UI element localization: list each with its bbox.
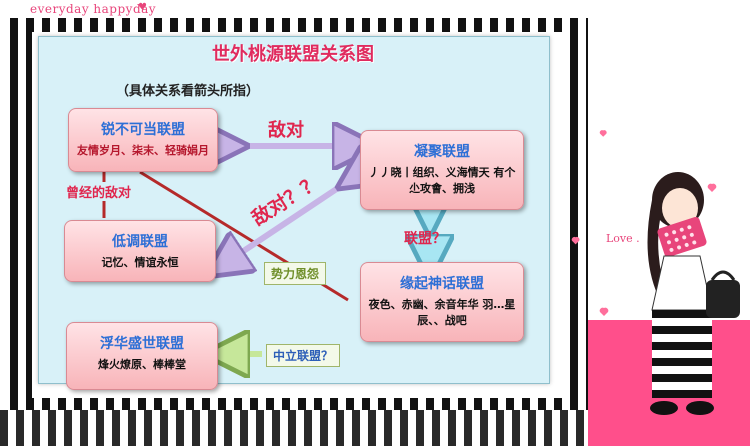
- node-ningju: 凝聚联盟 丿丿晓丨组织、义海情天 有个尐攻會、拥浅: [360, 130, 524, 210]
- node-name: 凝聚联盟: [414, 144, 470, 160]
- node-name: 浮华盛世联盟: [100, 336, 184, 352]
- node-name: 低调联盟: [112, 234, 168, 250]
- node-members: 友情岁月、柒末、轻骑娟月: [77, 144, 209, 157]
- banner-text: everyday happyday: [30, 2, 157, 16]
- label-grudge: 势力恩怨: [264, 262, 327, 285]
- label-enemy: 敌对: [268, 120, 304, 141]
- enemy-question-arrow: [224, 176, 356, 264]
- hearts-decor-icon: [571, 130, 717, 316]
- girl-figure-icon: [647, 172, 740, 415]
- label-former-enemy: 曾经的敌对: [66, 182, 132, 201]
- diagram-title: 世外桃源联盟关系图: [212, 44, 374, 65]
- node-fuhua: 浮华盛世联盟 烽火燎原、棒棒堂: [66, 322, 218, 390]
- label-alliance-question: 联盟？: [404, 231, 446, 247]
- node-ruibu: 锐不可当联盟 友情岁月、柒末、轻骑娟月: [68, 108, 218, 172]
- label-neutral: 中立联盟？: [266, 344, 341, 367]
- heart-icon: ♥: [138, 2, 147, 13]
- node-members: 丿丿晓丨组织、义海情天 有个尐攻會、拥浅: [368, 166, 516, 195]
- diagram-subtitle: （具体关系看箭头所指）: [116, 84, 260, 99]
- node-members: 夜色、赤幽、余音年华 羽…星辰、、战吧: [368, 298, 516, 327]
- node-name: 缘起神话联盟: [400, 276, 484, 292]
- love-text: Love .: [606, 232, 640, 245]
- node-didiao: 低调联盟 记忆、情谊永恒: [64, 220, 216, 282]
- node-members: 烽火燎原、棒棒堂: [98, 358, 186, 371]
- node-members: 记忆、情谊永恒: [101, 256, 179, 269]
- node-name: 锐不可当联盟: [101, 122, 185, 138]
- top-banner: everyday happyday ♥: [0, 0, 750, 18]
- node-yuanqi: 缘起神话联盟 夜色、赤幽、余音年华 羽…星辰、、战吧: [360, 262, 524, 342]
